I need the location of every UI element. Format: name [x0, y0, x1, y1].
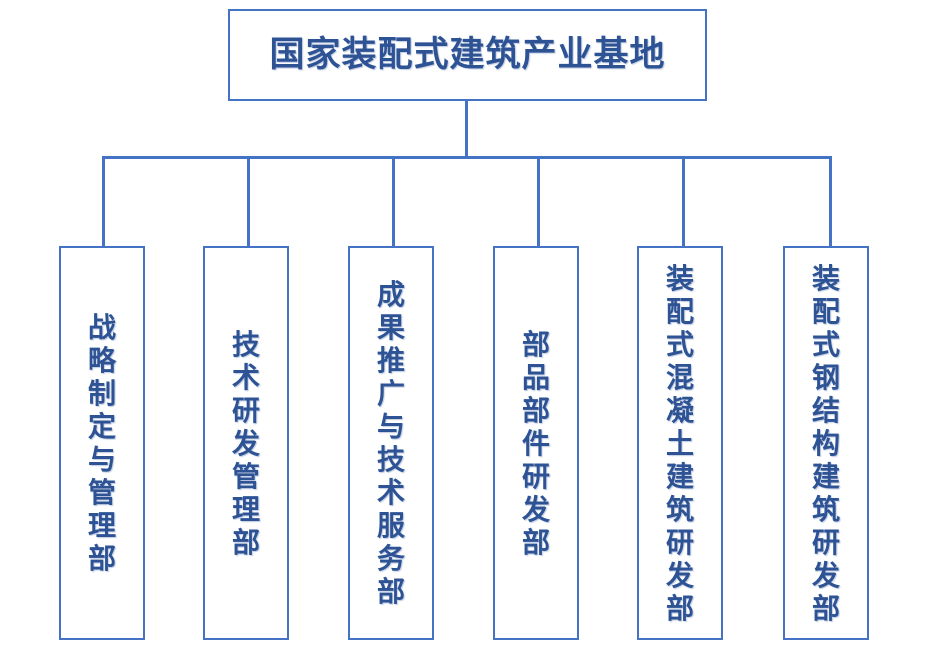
child-node-steel-structure-rd[interactable]: 装配式钢结构建筑研发部	[783, 246, 869, 640]
child-node-strategy[interactable]: 战略制定与管理部	[59, 246, 145, 640]
child-node-label-4: 部品部件研发部	[521, 327, 550, 559]
root-node-label: 国家装配式建筑产业基地	[269, 34, 666, 75]
root-node[interactable]: 国家装配式建筑产业基地	[228, 9, 707, 101]
child-node-components-rd[interactable]: 部品部件研发部	[493, 246, 579, 640]
connector-drop-6	[829, 156, 832, 246]
connector-drop-4	[537, 156, 540, 246]
child-node-label-1: 战略制定与管理部	[87, 311, 116, 575]
connector-drop-1	[102, 156, 105, 246]
connector-drop-2	[247, 156, 250, 246]
child-node-label-5: 装配式混凝土建筑研发部	[665, 261, 694, 625]
connector-horizontal-bus	[102, 156, 832, 159]
connector-root-stem	[465, 101, 468, 158]
child-node-tech-rd-management[interactable]: 技术研发管理部	[203, 246, 289, 640]
connector-drop-3	[392, 156, 395, 246]
child-node-label-3: 成果推广与技术服务部	[376, 278, 405, 608]
child-node-label-2: 技术研发管理部	[231, 327, 260, 559]
connector-drop-5	[682, 156, 685, 246]
child-node-promotion-service[interactable]: 成果推广与技术服务部	[348, 246, 434, 640]
child-node-concrete-building-rd[interactable]: 装配式混凝土建筑研发部	[637, 246, 723, 640]
child-node-label-6: 装配式钢结构建筑研发部	[811, 261, 840, 625]
